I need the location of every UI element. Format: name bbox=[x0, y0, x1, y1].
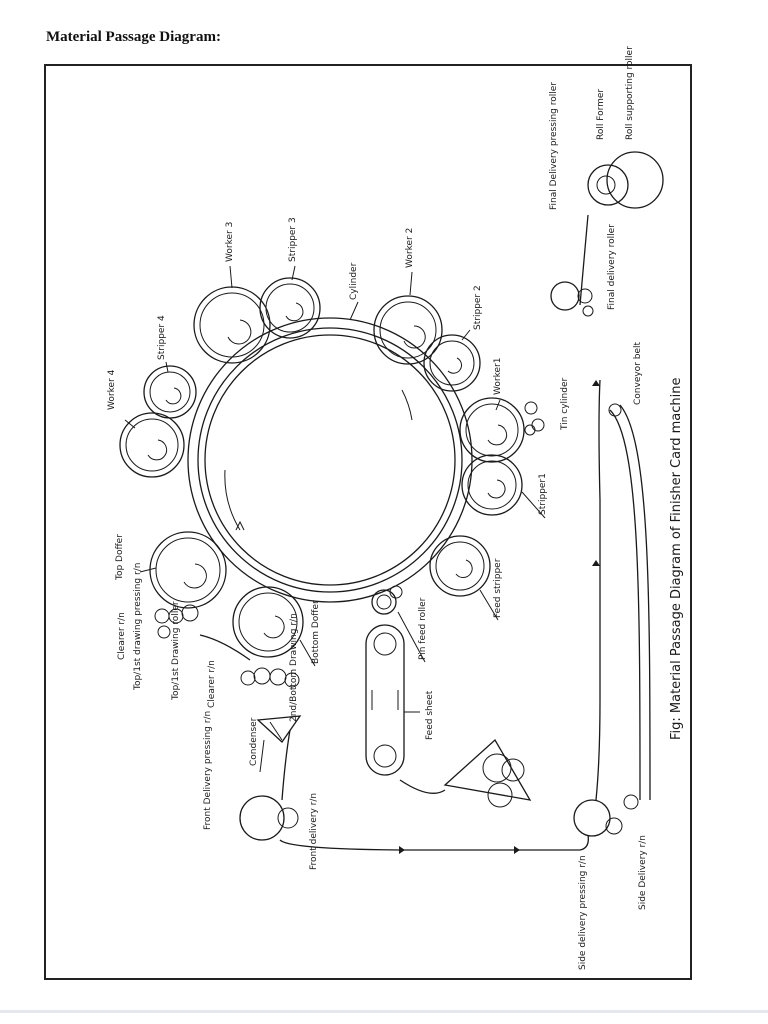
label-stripper-3: Stripper 3 bbox=[288, 217, 298, 262]
label-second-bottom-drawing: 2nd/Bottom Drawing r/n bbox=[289, 613, 299, 722]
main-cylinder bbox=[187, 317, 473, 603]
label-side-delivery: Side Delivery r/n bbox=[638, 835, 648, 910]
label-stripper-4: Stripper 4 bbox=[157, 315, 167, 360]
label-top-1st-drawing-roller: Top/1st Drawing roller bbox=[171, 601, 181, 701]
stripper-4-roller bbox=[143, 365, 197, 419]
pin-feed-roller bbox=[371, 585, 403, 615]
label-pin-feed-roller: Pin feed roller bbox=[418, 597, 428, 660]
label-roll-supporting-roller: Roll supporting roller bbox=[625, 46, 635, 140]
label-front-delivery-pressing: Front Delivery pressing r/n bbox=[203, 711, 213, 830]
label-final-delivery-pressing-roller: Final Delivery pressing roller bbox=[549, 82, 559, 210]
label-clearer-top: Clearer r/n bbox=[117, 612, 127, 660]
worker-4-roller bbox=[119, 412, 185, 478]
stripper-3-roller bbox=[259, 277, 321, 339]
label-final-delivery-roller: Final delivery roller bbox=[607, 224, 617, 310]
label-clearer-r-n: Clearer r/n bbox=[207, 660, 217, 708]
stripper-2-roller bbox=[423, 334, 481, 392]
label-side-delivery-pressing: Side delivery pressing r/n bbox=[578, 855, 588, 970]
label-top-doffer: Top Doffer bbox=[115, 534, 125, 581]
label-worker-1: Worker1 bbox=[493, 358, 503, 395]
feed-sheet bbox=[365, 624, 405, 776]
tin-cylinder-rollers bbox=[524, 401, 545, 436]
top-doffer-roller bbox=[149, 531, 227, 609]
label-worker-2: Worker 2 bbox=[405, 228, 415, 268]
label-roll-former: Roll Former bbox=[596, 89, 606, 140]
conveyor-belt bbox=[608, 403, 651, 801]
worker-2-roller bbox=[373, 295, 443, 365]
diagram-frame bbox=[44, 64, 692, 980]
page-bottom-rule bbox=[0, 1010, 768, 1013]
label-cylinder: Cylinder bbox=[349, 262, 359, 300]
label-feed-stripper: Feed stripper bbox=[493, 558, 503, 618]
label-stripper-1: Stripper1 bbox=[538, 473, 548, 515]
final-delivery-rollers bbox=[550, 281, 594, 317]
label-bottom-doffer: Bottom Doffer bbox=[311, 600, 321, 664]
bottom-doffer-roller bbox=[232, 586, 304, 658]
label-conveyor-belt: Conveyor belt bbox=[633, 341, 643, 405]
label-worker-3: Worker 3 bbox=[225, 222, 235, 262]
condenser-funnel bbox=[256, 715, 302, 743]
top-drawing-rollers bbox=[154, 604, 199, 639]
cylinder-rotation-arrow-icon bbox=[401, 389, 413, 421]
cylinder-rotation-arrow-2-icon bbox=[224, 469, 241, 531]
material-path bbox=[199, 214, 601, 851]
worker-1-roller bbox=[459, 397, 525, 463]
label-feed-sheet: Feed sheet bbox=[425, 690, 435, 740]
label-condenser: Condenser bbox=[249, 717, 259, 766]
lap-hopper bbox=[443, 738, 532, 808]
worker-3-roller bbox=[193, 286, 271, 364]
front-delivery-rollers bbox=[239, 795, 299, 841]
label-front-delivery: Front delivery r/n bbox=[309, 793, 319, 870]
roll-former bbox=[587, 151, 664, 209]
bottom-drawing-rollers bbox=[240, 667, 300, 688]
side-delivery-rollers bbox=[573, 794, 639, 837]
page-heading: Material Passage Diagram: bbox=[46, 29, 221, 45]
feed-stripper-roller bbox=[429, 535, 491, 597]
label-worker-4: Worker 4 bbox=[107, 369, 117, 410]
stripper-1-roller bbox=[461, 454, 523, 516]
diagram-caption: Fig: Material Passage Diagram of Finishe… bbox=[669, 378, 684, 740]
label-tin-cylinder: Tin cylinder bbox=[560, 377, 570, 431]
label-top-1st-drawing-pressing: Top/1st drawing pressing r/n bbox=[133, 563, 143, 691]
label-stripper-2: Stripper 2 bbox=[473, 285, 483, 330]
